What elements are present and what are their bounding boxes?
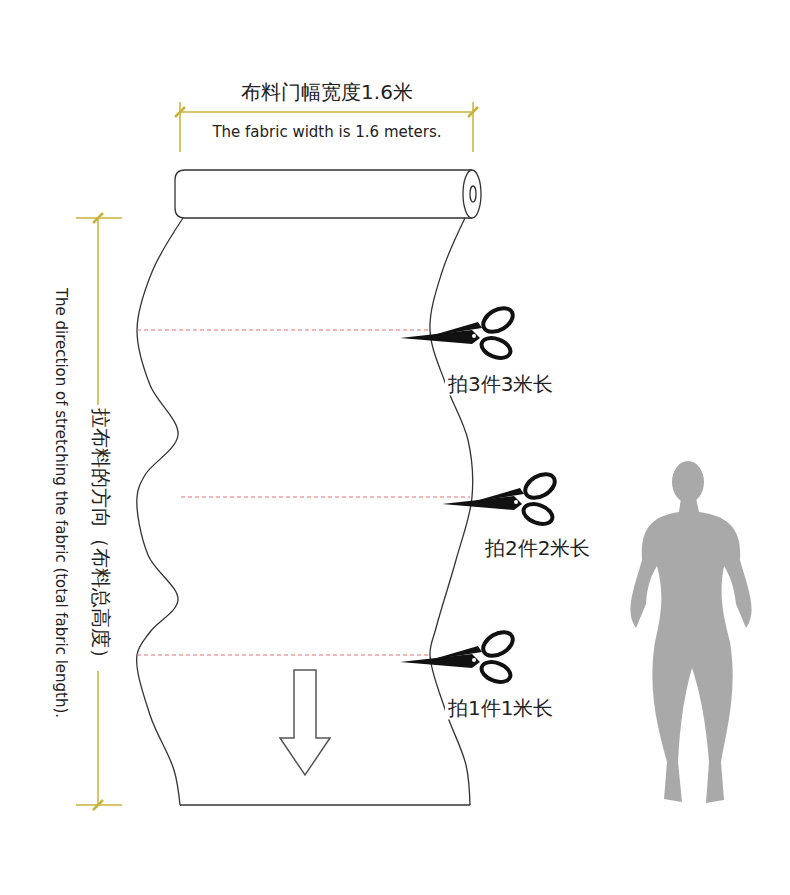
direction-arrow xyxy=(280,670,330,775)
scissors-icon xyxy=(400,627,517,685)
scissors-icon xyxy=(442,469,559,527)
width-dimension xyxy=(175,102,478,152)
cut-line xyxy=(181,497,470,498)
scissors-icon xyxy=(400,303,517,361)
fabric-sheet xyxy=(137,218,473,805)
dimension-label: 布料门幅宽度1.6米 xyxy=(238,81,416,104)
dimension-label: The fabric width is 1.6 meters. xyxy=(209,124,444,141)
woman-silhouette xyxy=(630,461,751,803)
dimension-label: 拉布料的方向（布料总高度） xyxy=(89,405,112,671)
cut-label: 拍2件2米长 xyxy=(482,537,593,560)
dimension-label: The direction of stretching the fabric (… xyxy=(51,285,68,721)
fabric-roll xyxy=(175,170,481,218)
cut-label: 拍3件3米长 xyxy=(445,373,556,396)
cut-line xyxy=(137,330,430,331)
cut-line xyxy=(137,655,430,656)
cut-label: 拍1件1米长 xyxy=(445,697,556,720)
length-dimension xyxy=(76,213,122,810)
